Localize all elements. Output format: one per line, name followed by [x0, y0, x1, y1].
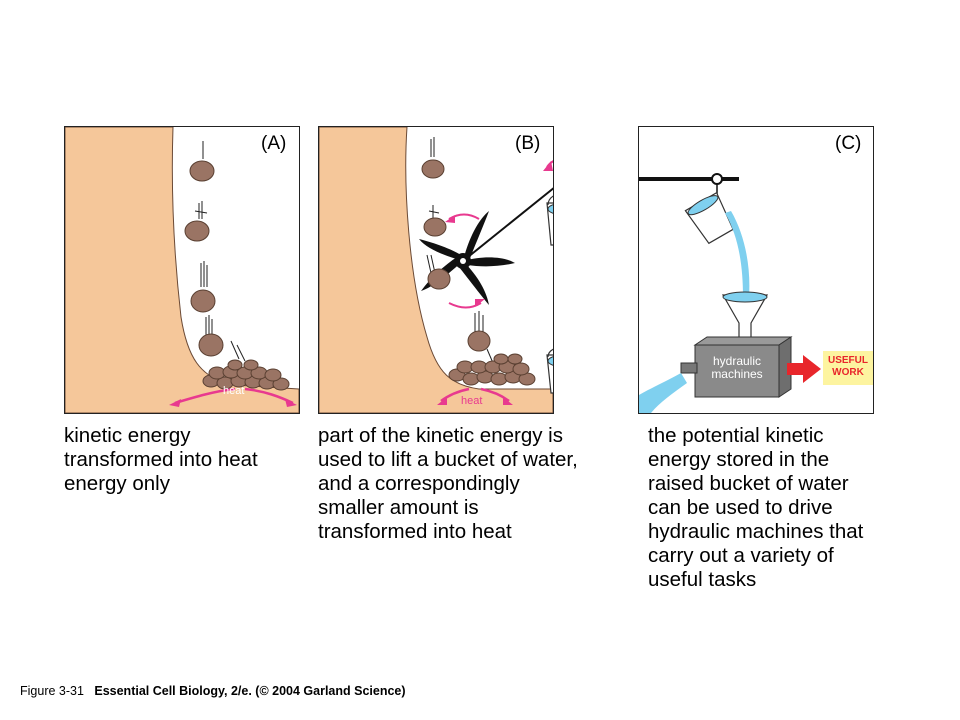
machine-label: hydraulic machines: [699, 355, 775, 381]
caption-line: smaller amount is: [318, 496, 479, 519]
caption-a: kinetic energy transformed into heat ene…: [64, 424, 304, 496]
caption-line: energy only: [64, 472, 170, 495]
rock: [427, 268, 451, 290]
panel-a: (A) heat: [64, 126, 300, 414]
caption-line: raised bucket of water: [648, 472, 849, 495]
caption-line: the potential kinetic: [648, 424, 824, 447]
machine-label-line: hydraulic: [712, 354, 762, 368]
useful-work-box: [823, 351, 873, 385]
rock: [423, 217, 447, 237]
figure-number: Figure 3-31: [20, 684, 84, 698]
caption-line: can be used to drive: [648, 496, 833, 519]
caption-b: part of the kinetic energy is used to li…: [318, 424, 618, 544]
caption-line: kinetic energy: [64, 424, 191, 447]
useful-work-label: USEFUL WORK: [823, 355, 873, 379]
hydraulic-machine-box: [694, 344, 780, 398]
caption-line: hydraulic machines that: [648, 520, 864, 543]
panel-label-c: (C): [835, 133, 862, 154]
panel-b: (B) heat: [318, 126, 554, 414]
caption-line: used to lift a bucket of water,: [318, 448, 578, 471]
work-arrow: [787, 355, 821, 383]
caption-line: and a correspondingly: [318, 472, 520, 495]
caption-line: useful tasks: [648, 568, 757, 591]
falling-rocks-illustration: [65, 127, 299, 413]
heat-label: heat: [223, 385, 245, 397]
figure-source: Essential Cell Biology, 2/e. (© 2004 Gar…: [94, 684, 406, 698]
work-label-line: WORK: [832, 367, 864, 378]
work-label-line: USEFUL: [828, 355, 868, 366]
caption-line: energy stored in the: [648, 448, 830, 471]
rock: [198, 333, 224, 357]
machine-label-line: machines: [711, 367, 763, 381]
caption-line: part of the kinetic energy is: [318, 424, 563, 447]
rock: [421, 159, 445, 179]
caption-line: transformed into heat: [318, 520, 512, 543]
figure-credit: Figure 3-31 Essential Cell Biology, 2/e.…: [20, 684, 406, 698]
rock: [467, 330, 491, 352]
caption-line: carry out a variety of: [648, 544, 834, 567]
heat-arrows: [440, 387, 510, 403]
waterwheel-illustration: [319, 127, 553, 413]
rock: [184, 220, 210, 242]
heat-label: heat: [461, 395, 483, 407]
caption-line: transformed into heat: [64, 448, 258, 471]
rock: [190, 289, 216, 313]
panel-c: (C) hydraulic machines USEFUL WORK: [638, 126, 874, 414]
panel-label-a: (A): [261, 133, 287, 154]
panel-label-b: (B): [515, 133, 541, 154]
rock: [189, 160, 215, 182]
hydraulic-machine-illustration: [639, 173, 873, 413]
caption-c: the potential kinetic energy stored in t…: [648, 424, 918, 592]
